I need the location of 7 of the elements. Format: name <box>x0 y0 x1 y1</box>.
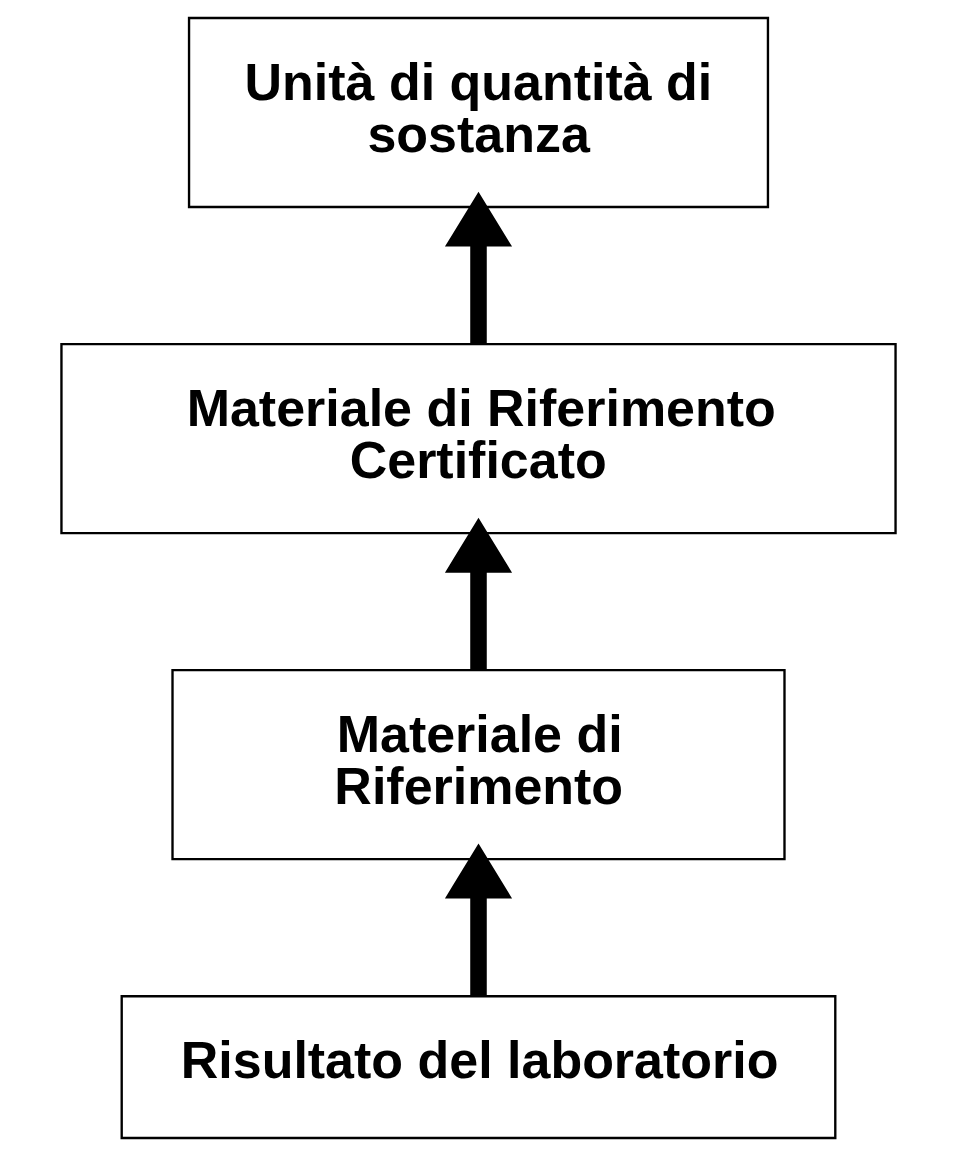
node-box: Materiale di Riferimento <box>170 668 786 861</box>
node-box: Risultato del laboratorio <box>120 995 836 1140</box>
node-box: Materiale di Riferimento Certificato <box>59 342 897 535</box>
arrow <box>444 843 512 996</box>
arrow <box>444 517 512 670</box>
arrow <box>444 191 512 344</box>
node-box: Unità di quantità di sostanza <box>187 16 769 209</box>
